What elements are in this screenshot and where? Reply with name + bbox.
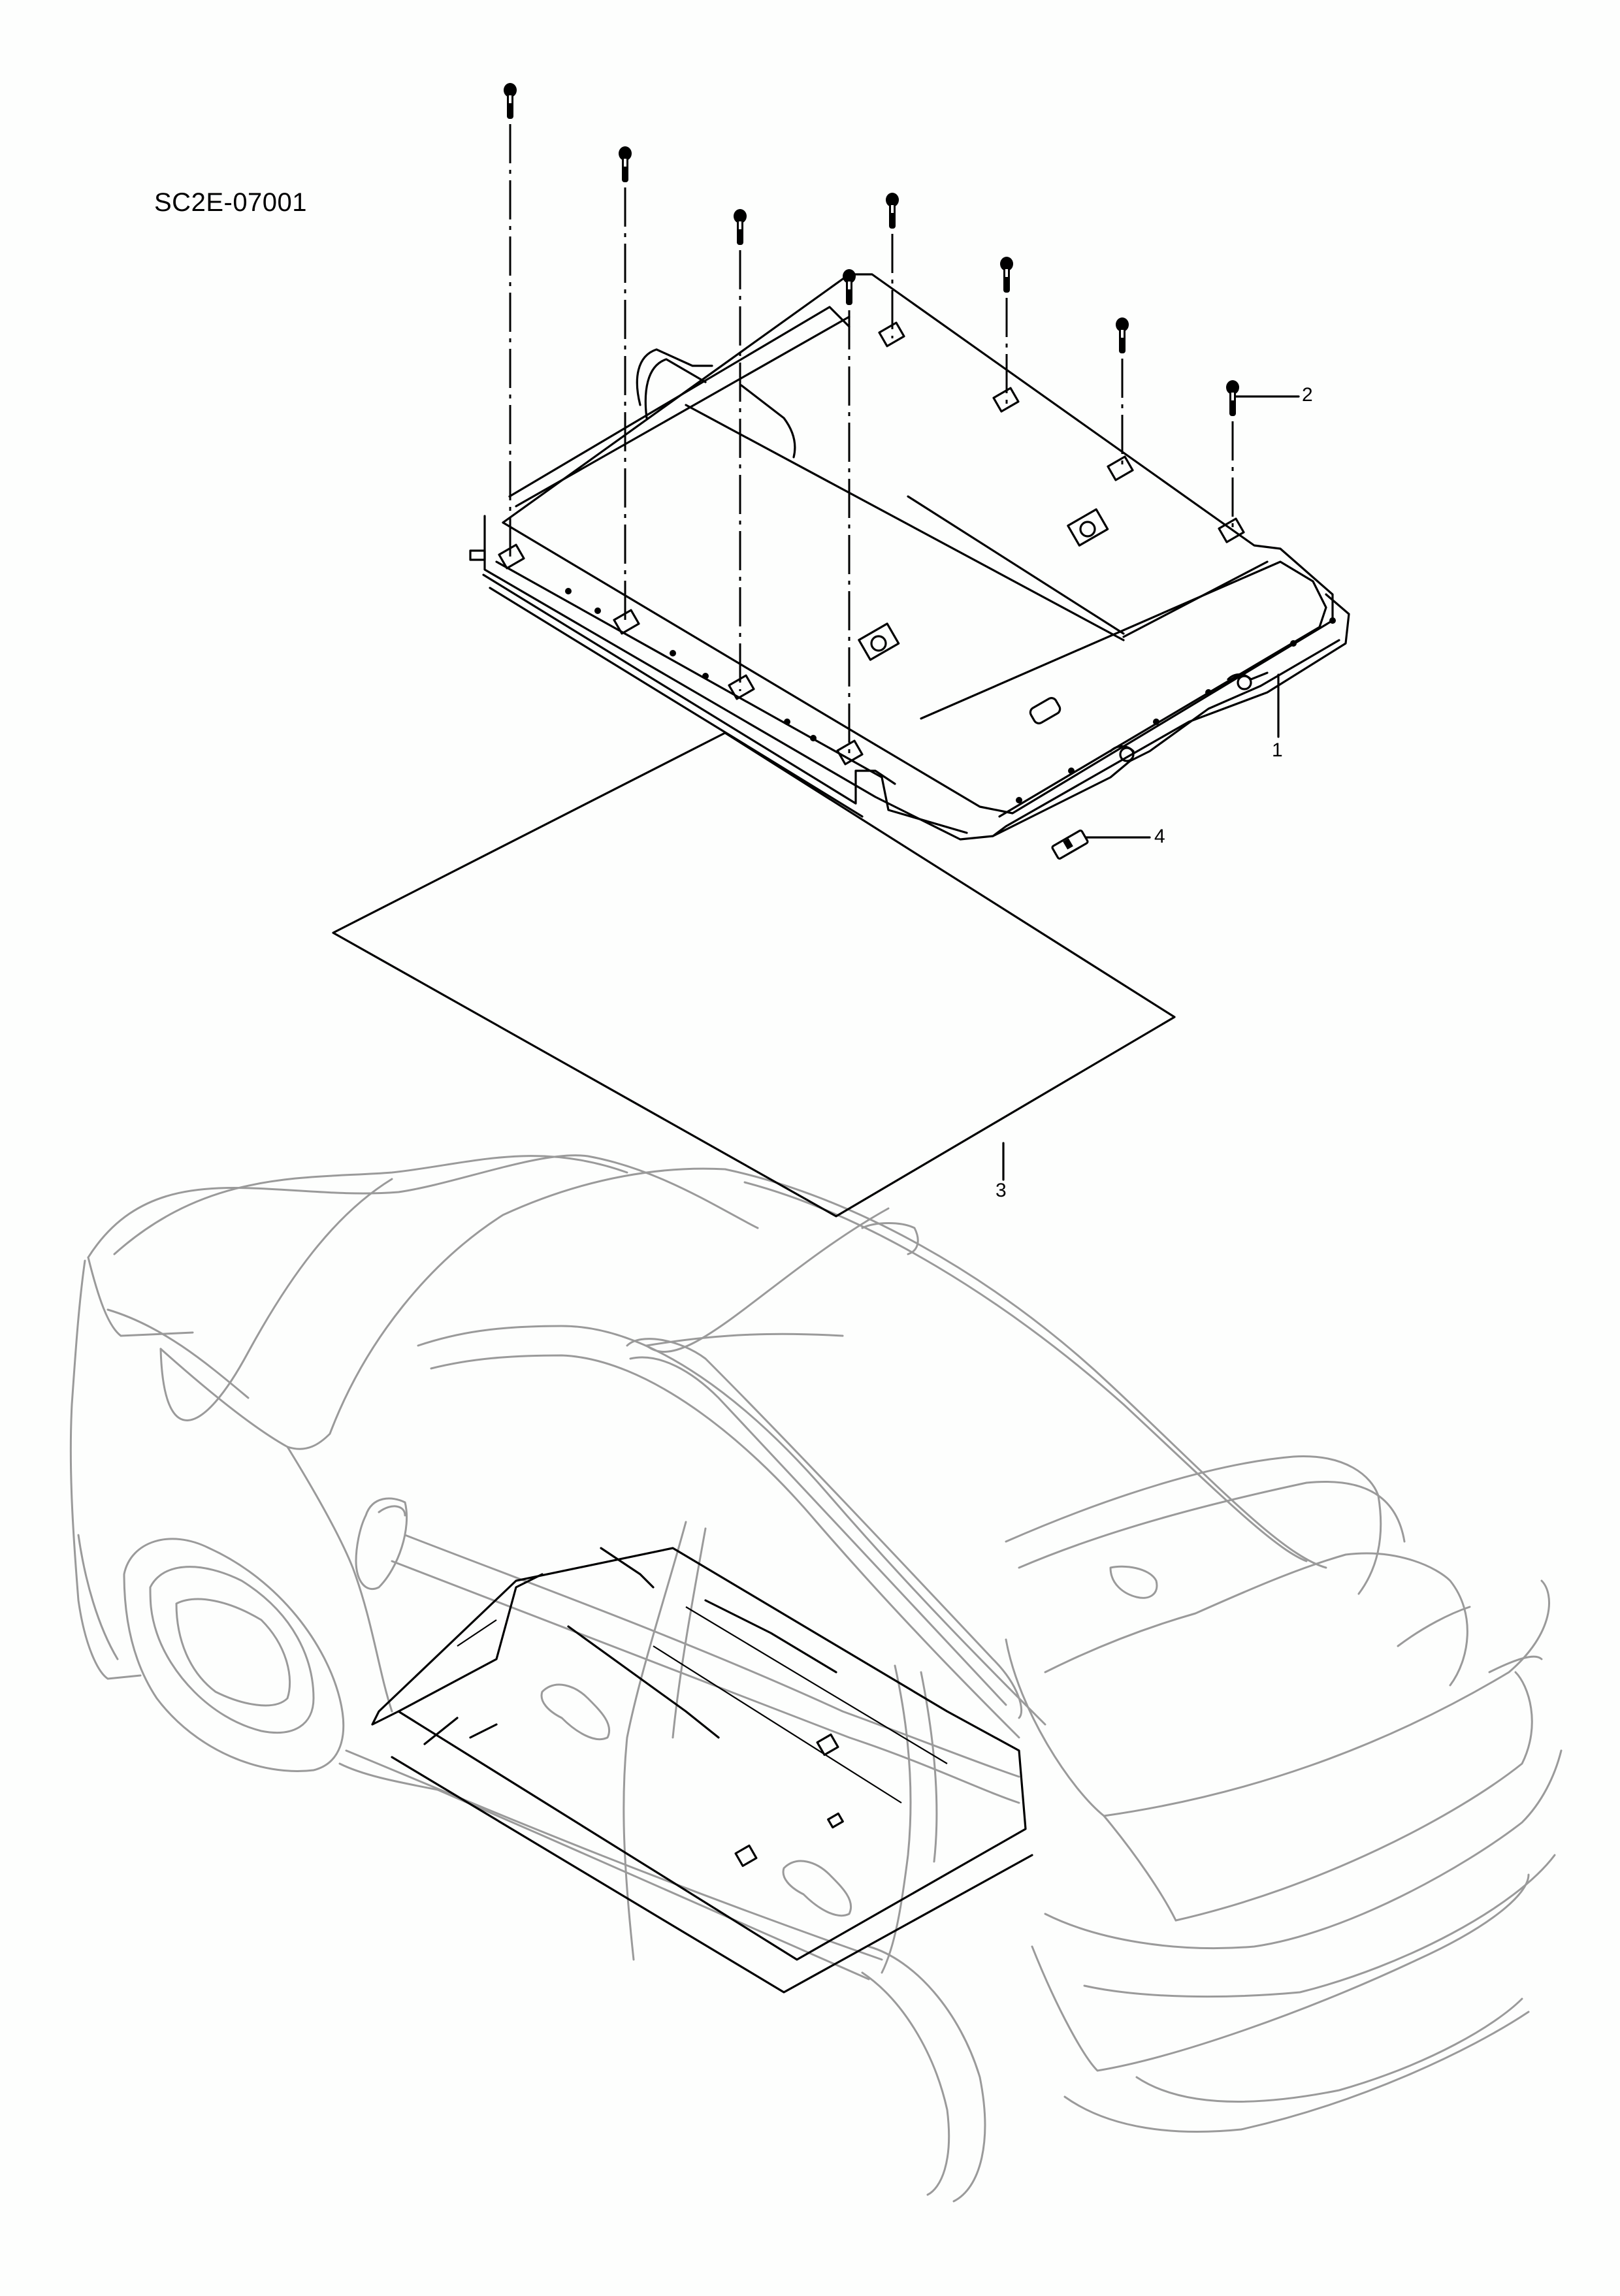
vehicle-outline xyxy=(69,1154,1563,2203)
callout-4: 4 xyxy=(1154,826,1165,847)
bolts xyxy=(504,83,1239,754)
protective-sheet xyxy=(332,732,1176,1218)
bolt-icon xyxy=(504,83,517,119)
connector-icon xyxy=(1029,697,1061,724)
service-port-icon xyxy=(858,623,900,661)
callout-leaders xyxy=(1002,395,1300,1181)
bolt-icon xyxy=(886,193,899,229)
drawing-id: SC2E-07001 xyxy=(154,188,308,217)
fastener-dots xyxy=(565,588,1336,803)
bolt-icon xyxy=(843,269,856,305)
service-port-icon xyxy=(1067,508,1109,547)
bolt-icon xyxy=(619,146,632,182)
battery-pack-installed xyxy=(371,1547,1033,1994)
label-part xyxy=(1051,829,1089,860)
bolt-icon xyxy=(1116,317,1129,353)
bolt-pads xyxy=(498,321,1245,766)
callout-3: 3 xyxy=(996,1180,1007,1201)
battery-pack-assembly xyxy=(469,273,1350,841)
bolt-icon xyxy=(1226,380,1239,416)
callout-1: 1 xyxy=(1272,739,1283,761)
bolt-icon xyxy=(1000,257,1013,293)
bolt-icon xyxy=(734,209,747,245)
callout-2: 2 xyxy=(1302,384,1313,406)
